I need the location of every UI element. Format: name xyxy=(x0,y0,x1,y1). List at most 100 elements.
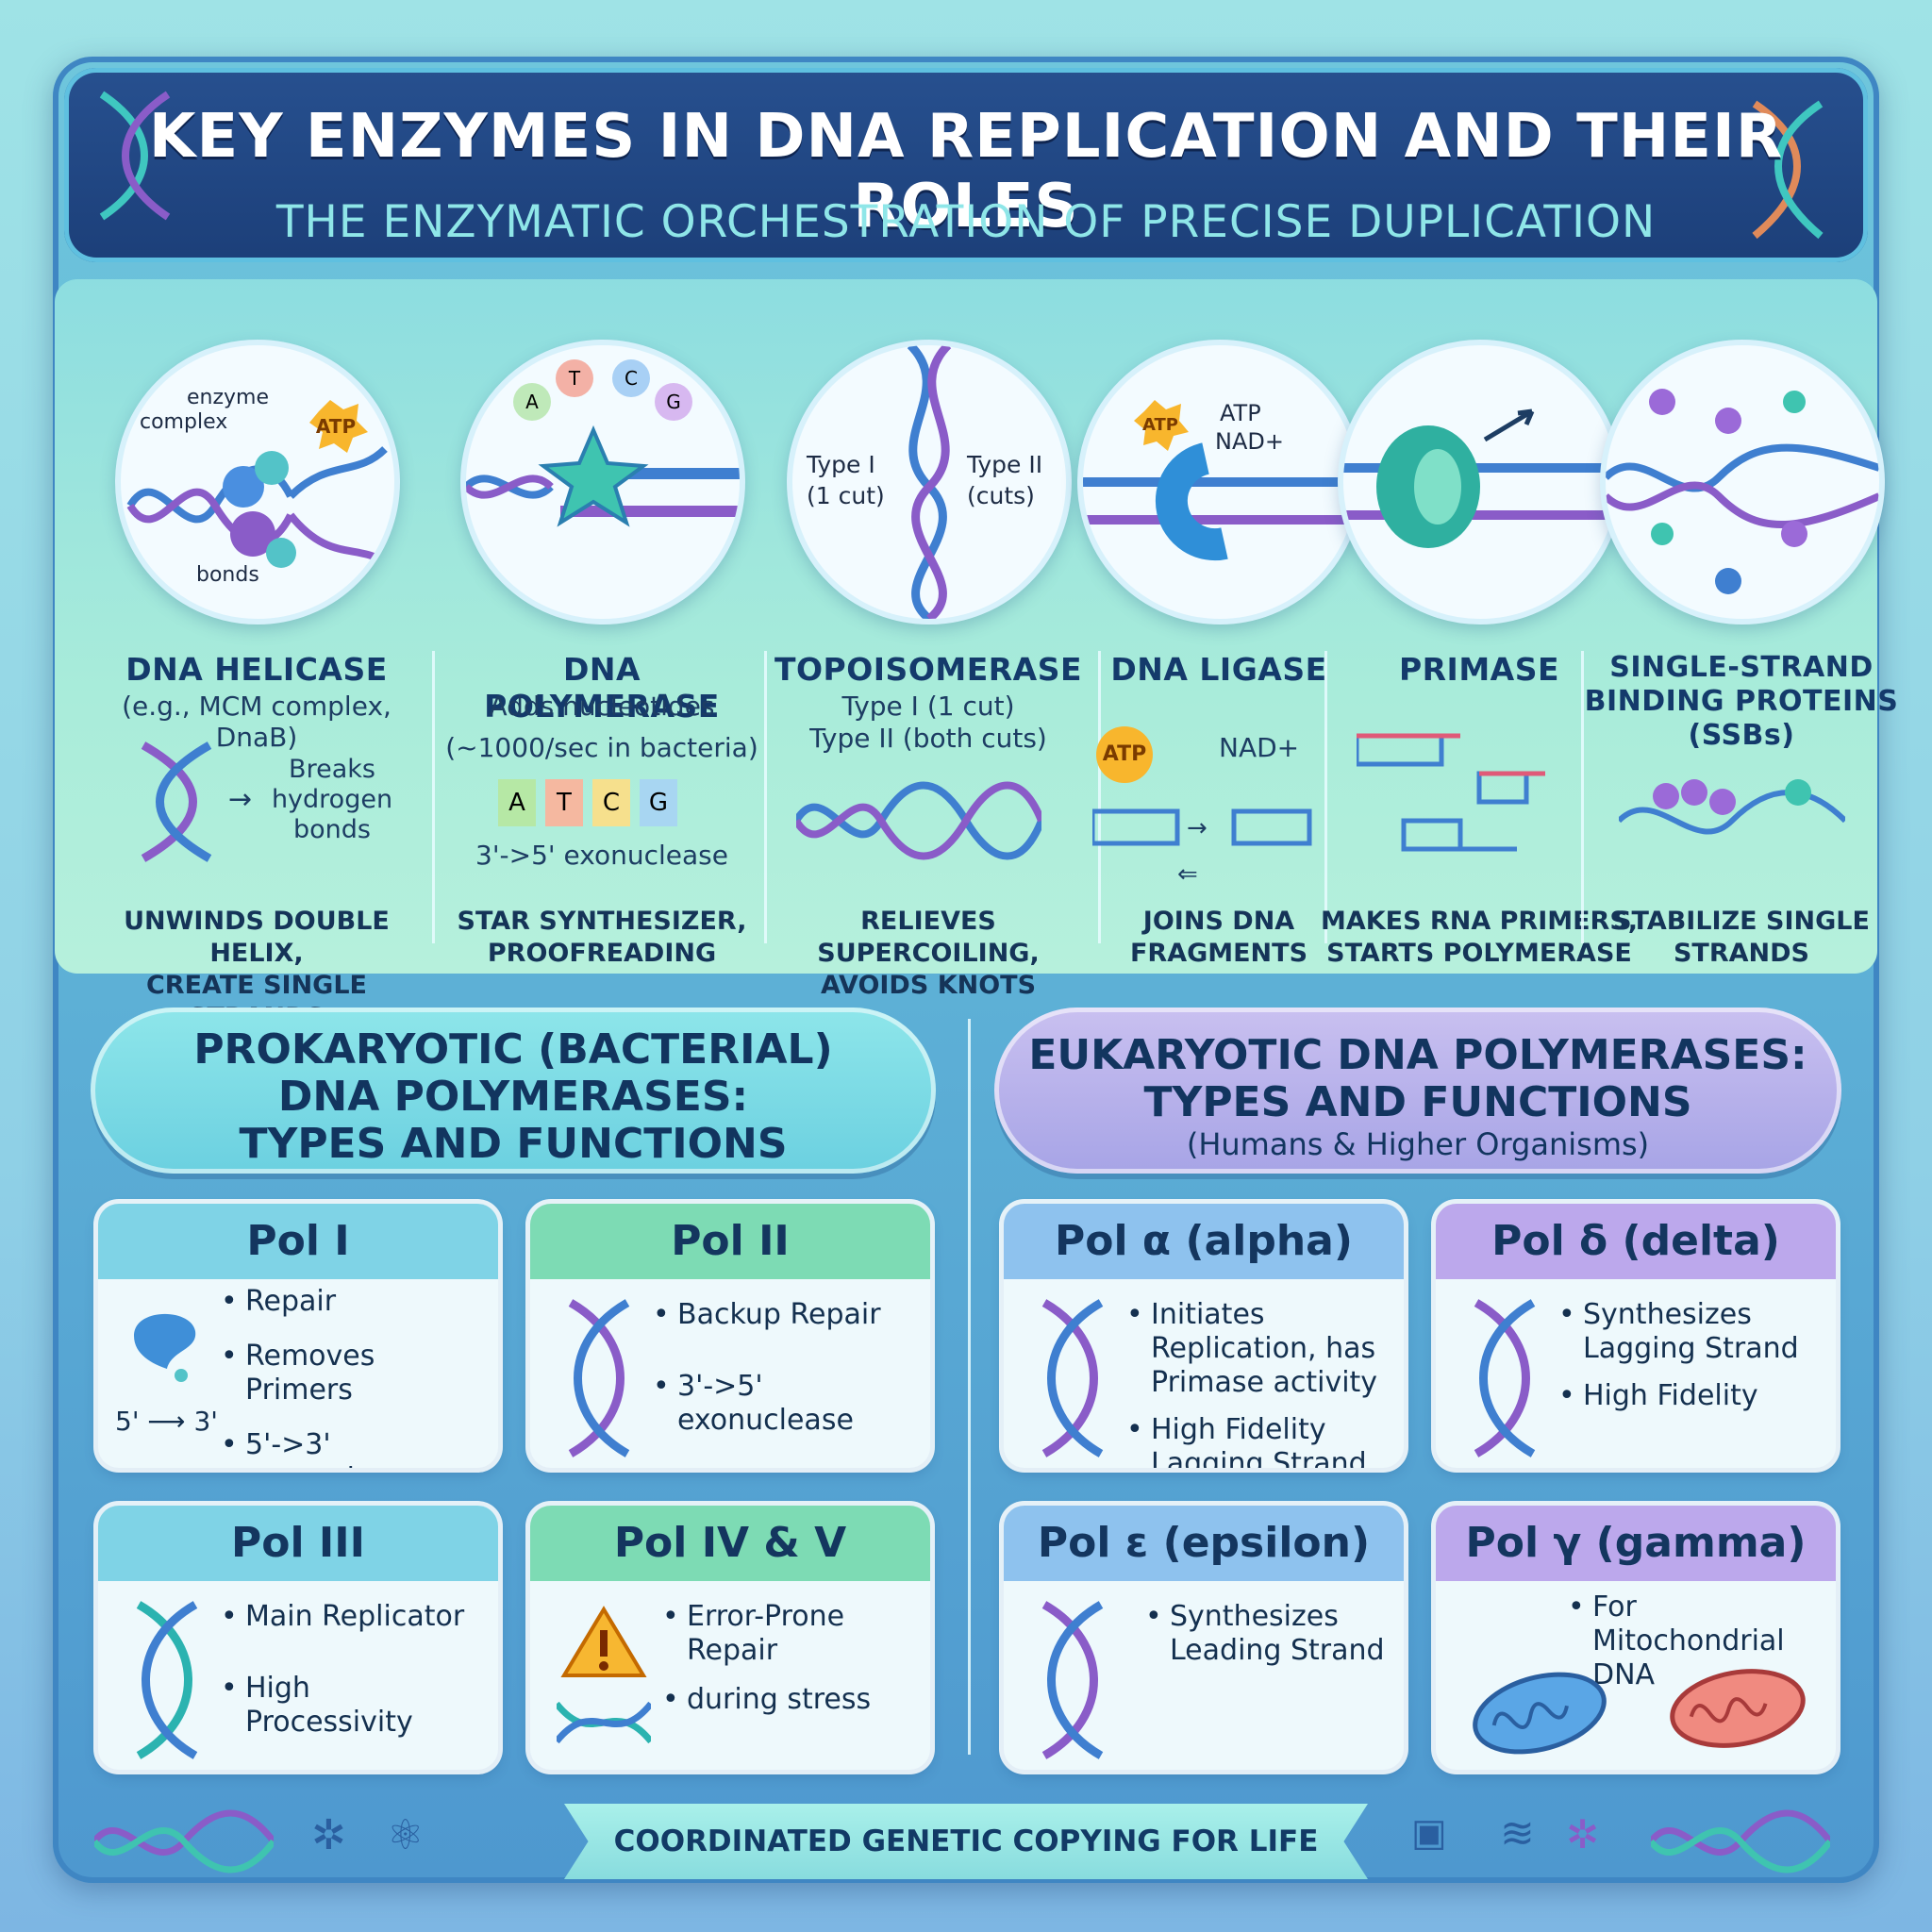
ssb-name-line: BINDING PROTEINS xyxy=(1584,685,1899,718)
header-banner: KEY ENZYMES IN DNA REPLICATION AND THEIR… xyxy=(64,68,1868,262)
ligase-illustration: ATP ATP NAD+ xyxy=(1077,340,1362,625)
bullet: Main Replicator xyxy=(221,1600,487,1634)
heading-line: DNA POLYMERASES: xyxy=(277,1073,749,1121)
card-pol-gamma: Pol γ (gamma) For Mitochondrial DNA xyxy=(1436,1506,1836,1770)
type-i-label: (1 cut) xyxy=(807,482,885,509)
card-pol-epsilon: Pol ε (epsilon) Synthesizes Leading Stra… xyxy=(1004,1506,1404,1770)
page-subtitle: THE ENZYMATIC ORCHESTRATION OF PRECISE D… xyxy=(275,196,1657,248)
ligase-icon: ATP ATP NAD+ xyxy=(1083,400,1357,561)
nad-label: NAD+ xyxy=(1215,428,1284,455)
card-title: Pol III xyxy=(98,1506,498,1581)
card-title: Pol I xyxy=(98,1204,498,1279)
description-line: STABILIZE SINGLE xyxy=(1613,907,1870,936)
divider xyxy=(764,651,767,943)
divider xyxy=(1324,651,1327,943)
card-title: Pol ε (epsilon) xyxy=(1004,1506,1404,1581)
heading-subline: (Humans & Higher Organisms) xyxy=(1186,1126,1650,1162)
enzyme-primase: PRIMASE MAKES RNA PRIMERS, STARTS POLYME… xyxy=(1321,340,1638,968)
card-pol-alpha: Pol α (alpha) Initiates Replication, has… xyxy=(1004,1204,1404,1468)
bullet: Error-Prone Repair xyxy=(662,1600,919,1668)
fragment-join-icon: → ⇐ xyxy=(1092,808,1312,889)
dna-helix-icon xyxy=(136,1601,198,1759)
divider xyxy=(1098,651,1101,943)
base-block: G xyxy=(640,779,677,826)
base-block: T xyxy=(545,779,583,826)
dna-helix-icon xyxy=(141,741,212,862)
polymerase-name: DNA POLYMERASE xyxy=(484,651,720,724)
bullet: during stress xyxy=(662,1683,919,1717)
bullet: 5'->3' exonuclease xyxy=(221,1428,487,1468)
topoisomerase-icon: Type I (1 cut) Type II (cuts) xyxy=(806,345,1042,619)
topoisomerase-illustration: Type I (1 cut) Type II (cuts) xyxy=(787,340,1072,625)
bullet: Synthesizes Lagging Strand xyxy=(1558,1298,1824,1366)
polymerase-exonuclease-note: 3'->5' exonuclease xyxy=(475,840,728,871)
prokaryotic-heading: PROKARYOTIC (BACTERIAL) DNA POLYMERASES:… xyxy=(91,1008,936,1174)
description-line: STARTS POLYMERASE xyxy=(1326,939,1632,968)
topoisomerase-description: RELIEVES SUPERCOILING, AVOIDS KNOTS xyxy=(768,906,1089,1002)
topoisomerase-name: TOPOISOMERASE xyxy=(774,651,1083,688)
ssb-strand-icon xyxy=(1619,779,1845,835)
bullet: For Mitochondrial DNA xyxy=(1568,1591,1824,1692)
card-title: Pol II xyxy=(530,1204,930,1279)
dna-helix-icon xyxy=(1041,1299,1104,1457)
primase-illustration xyxy=(1338,340,1623,625)
enzyme-topoisomerase: Type I (1 cut) Type II (cuts) TOPOISOMER… xyxy=(774,340,1082,1000)
divider xyxy=(1581,651,1584,943)
ligase-description: JOINS DNA FRAGMENTS xyxy=(1058,906,1379,970)
dna-helix-icon xyxy=(1474,1299,1536,1457)
enzyme-dna-ligase: ATP ATP NAD+ DNA LIGASE ATP NAD+ → ⇐ JOI… xyxy=(1077,340,1362,968)
heading-line: TYPES AND FUNCTIONS xyxy=(239,1120,788,1168)
base-c-label: C xyxy=(625,367,638,390)
enzyme-ssb: SINGLE-STRAND BINDING PROTEINS (SSBs) ST… xyxy=(1585,340,1898,968)
bullet: 3'->5' exonuclease xyxy=(653,1370,919,1438)
base-block: C xyxy=(592,779,630,826)
card-title: Pol δ (delta) xyxy=(1436,1204,1836,1279)
description-line: PROOFREADING xyxy=(487,939,717,968)
type-ii-label: Type II xyxy=(966,451,1042,478)
base-g-label: G xyxy=(666,391,681,413)
bullet: High Processivity xyxy=(221,1672,487,1740)
dna-icon: ≋ xyxy=(1500,1809,1535,1857)
supercoil-icon xyxy=(796,781,1041,860)
card-title: Pol IV & V xyxy=(530,1506,930,1581)
card-pol-ii: Pol II Backup Repair 3'->5' exonuclease xyxy=(530,1204,930,1468)
bullet: Removes Primers xyxy=(221,1340,487,1407)
enzyme-complex-label: enzyme xyxy=(187,386,269,409)
description-line: STRANDS xyxy=(1673,939,1809,968)
heading-line: TYPES AND FUNCTIONS xyxy=(1143,1078,1692,1126)
card-title: Pol α (alpha) xyxy=(1004,1204,1404,1279)
card-pol-i: Pol I Repair Removes Primers 5'->3' exon… xyxy=(98,1204,498,1468)
lab-icon: ▣ xyxy=(1411,1811,1447,1855)
atp-label: ATP xyxy=(1220,400,1261,426)
warning-icon xyxy=(557,1606,651,1744)
dna-helix-icon xyxy=(1752,100,1824,240)
topoisomerase-sub-line: Type I (1 cut) xyxy=(841,691,1015,722)
helicase-note-line: Breaks xyxy=(289,755,375,784)
page-title: KEY ENZYMES IN DNA REPLICATION AND THEIR… xyxy=(148,102,1784,242)
divider xyxy=(968,1019,971,1755)
bullet: Synthesizes Leading Strand xyxy=(1145,1600,1392,1668)
description-line: JOINS DNA xyxy=(1142,907,1295,936)
mitochondria-icon xyxy=(1473,1669,1806,1755)
svg-text:⇐: ⇐ xyxy=(1177,860,1198,889)
ligase-name: DNA LIGASE xyxy=(1110,651,1327,688)
type-i-label: Type I xyxy=(806,451,875,478)
dna-strand-icon xyxy=(94,1809,274,1874)
primase-description: MAKES RNA PRIMERS, STARTS POLYMERASE xyxy=(1319,906,1640,970)
helicase-icon: ATP enzyme complex bonds xyxy=(126,386,388,587)
ssb-illustration xyxy=(1600,340,1885,625)
arrow-icon: → xyxy=(228,783,253,816)
bonds-label: bonds xyxy=(196,563,259,587)
ssb-name-line: SINGLE-STRAND xyxy=(1609,651,1874,684)
ssb-description: STABILIZE SINGLE STRANDS xyxy=(1581,906,1902,970)
description-line: STAR SYNTHESIZER, xyxy=(457,907,747,936)
bullet: Backup Repair xyxy=(653,1298,919,1332)
polymerase-sub-line: (~1000/sec in bacteria) xyxy=(445,732,758,763)
card-title: Pol γ (gamma) xyxy=(1436,1506,1836,1581)
dna-helix-icon xyxy=(99,91,171,221)
card-pol-iv-v: Pol IV & V Error-Prone Repair during str… xyxy=(530,1506,930,1770)
topoisomerase-sub-line: Type II (both cuts) xyxy=(809,723,1047,754)
description-line: FRAGMENTS xyxy=(1129,939,1308,968)
description-line: MAKES RNA PRIMERS, xyxy=(1320,907,1639,936)
enzyme-dna-polymerase: A T C G DNA POLYMERASE Adds nucleotides … xyxy=(445,340,758,968)
